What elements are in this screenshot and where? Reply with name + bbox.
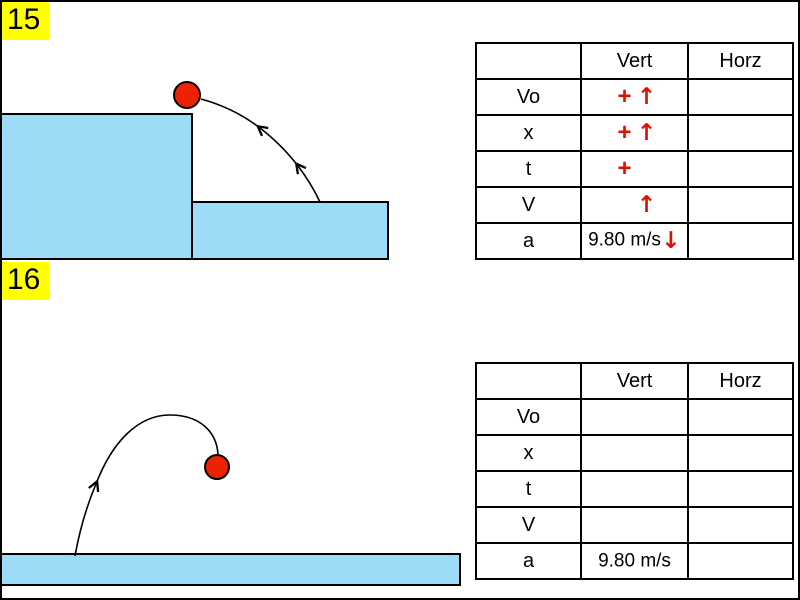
row-label-t: t [475,470,582,508]
table-15-corner-cell [475,42,582,80]
table-15-row-x: x +↑ [475,114,794,152]
lower-platform-15 [191,201,389,260]
plus-sign: + [617,83,632,110]
ball-15 [173,81,201,109]
vert-cell-a: 9.80 m/s [580,542,689,580]
row-label-v: V [475,186,582,224]
horz-cell-a [687,542,794,580]
plus-sign: + [617,119,632,146]
horz-cell-x [687,434,794,472]
table-15-header-row: Vert Horz [475,42,794,80]
row-label-vo: Vo [475,78,582,116]
vert-cell-t [580,470,689,508]
table-problem-15: Vert Horz Vo +↑ x +↑ t + V ↑ [475,42,794,260]
row-label-x: x [475,434,582,472]
table-16-header-row: Vert Horz [475,362,794,400]
table-16-row-a: a 9.80 m/s [475,542,794,580]
table-16-col-header-vert: Vert [580,362,689,400]
horz-cell-v [687,506,794,544]
problem-15-number: 15 [2,2,50,40]
trajectory-16-segment-1 [74,479,100,557]
vert-cell-t: + [580,150,689,188]
row-label-x: x [475,114,582,152]
problem-16-number: 16 [2,262,50,300]
trajectory-15-segment-1 [294,161,321,203]
vert-cell-v [580,506,689,544]
vert-cell-v: ↑ [580,186,689,224]
trajectory-16-segment-2 [95,414,219,485]
row-label-a: a [475,222,582,260]
gravity-value: 9.80 m/s [598,550,671,572]
up-arrow-icon: ↑ [636,191,657,218]
table-16-row-t: t [475,470,794,508]
up-arrow-icon: ↑ [636,119,657,146]
ball-16 [204,454,230,480]
table-problem-16: Vert Horz Vo x t V a 9.80 m/s [475,362,794,580]
row-label-t: t [475,150,582,188]
table-15-col-header-vert: Vert [580,42,689,80]
table-16-row-x: x [475,434,794,472]
horz-cell-t [687,150,794,188]
table-16-col-header-horz: Horz [687,362,794,400]
horz-cell-vo [687,78,794,116]
vert-cell-x: +↑ [580,114,689,152]
row-label-a: a [475,542,582,580]
table-16-row-v: V [475,506,794,544]
table-15-row-vo: Vo +↑ [475,78,794,116]
vert-cell-a: 9.80 m/s↓ [580,222,689,260]
horz-cell-t [687,470,794,508]
horz-cell-vo [687,398,794,436]
table-15-col-header-horz: Horz [687,42,794,80]
row-label-vo: Vo [475,398,582,436]
trajectory-15-segment-3 [200,98,261,129]
horz-cell-v [687,186,794,224]
horz-cell-a [687,222,794,260]
gravity-value: 9.80 m/s [588,230,661,252]
table-15-row-v: V ↑ [475,186,794,224]
vert-cell-x [580,434,689,472]
table-16-row-vo: Vo [475,398,794,436]
ground-platform-16 [2,553,461,586]
upper-platform-15 [2,113,193,260]
plus-sign: + [617,155,632,182]
table-15-row-a: a 9.80 m/s↓ [475,222,794,260]
vert-cell-vo: +↑ [580,78,689,116]
vert-cell-vo [580,398,689,436]
table-16-corner-cell [475,362,582,400]
down-arrow-icon: ↓ [661,227,681,254]
table-15-row-t: t + [475,150,794,188]
horz-cell-x [687,114,794,152]
row-label-v: V [475,506,582,544]
up-arrow-icon: ↑ [636,83,657,110]
trajectory-15-segment-2 [255,124,299,167]
